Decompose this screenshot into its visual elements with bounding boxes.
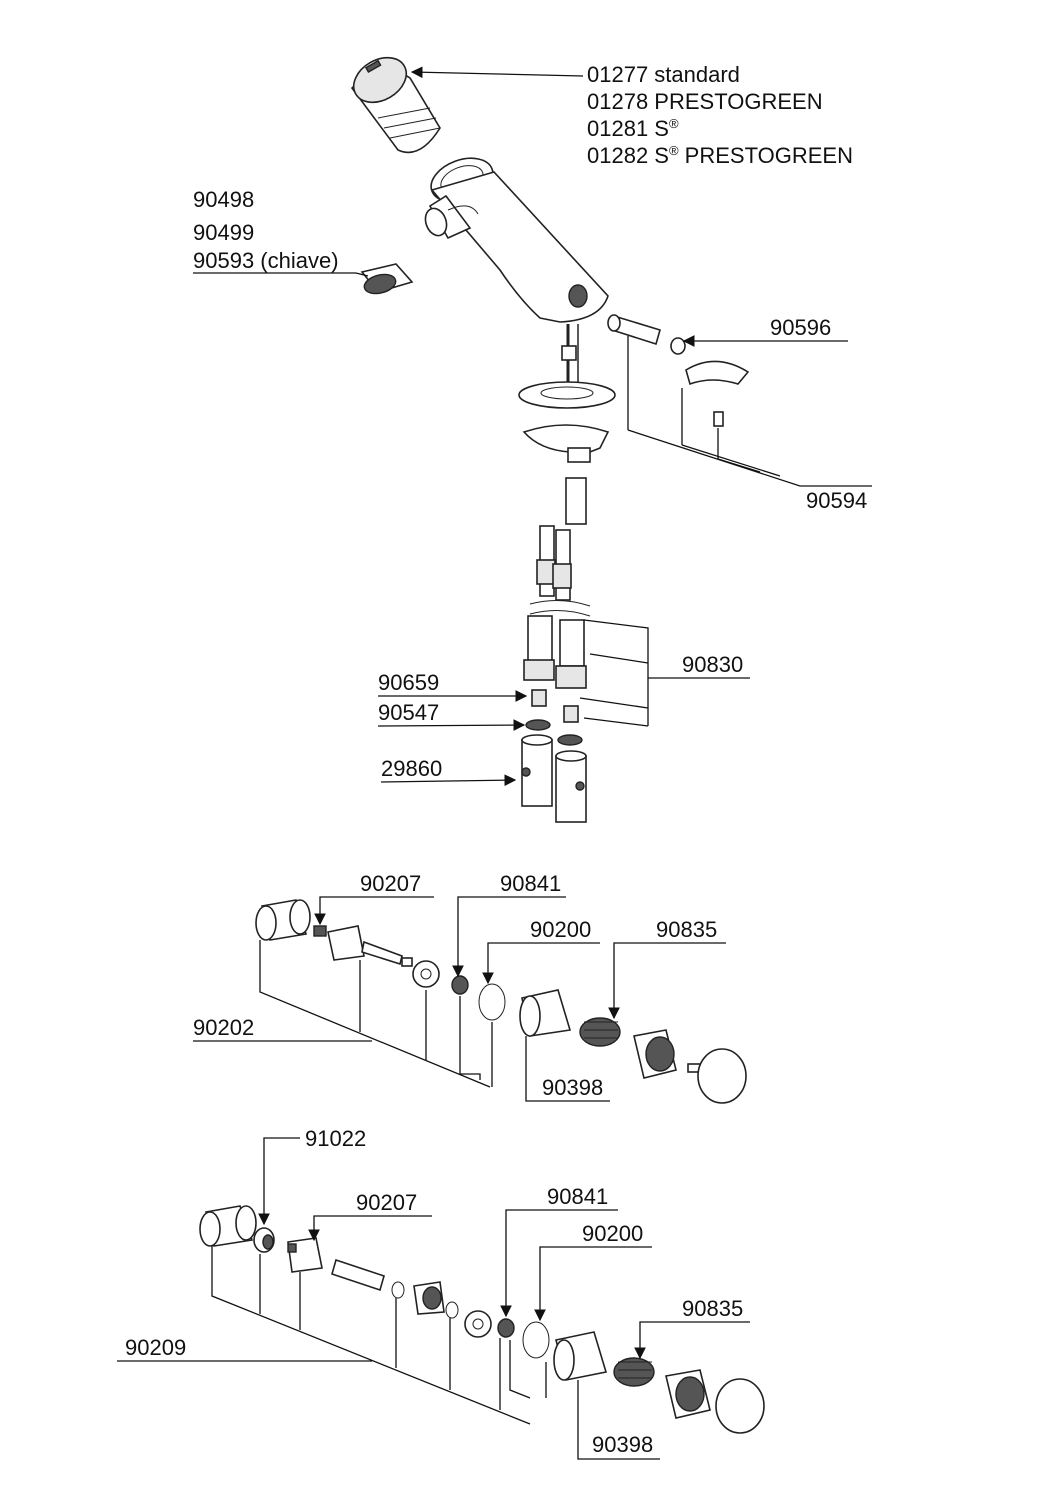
g2-label-90398: 90398 xyxy=(592,1432,653,1457)
label-29860: 29860 xyxy=(381,756,442,781)
label-90596: 90596 xyxy=(770,315,831,340)
cartridge-label-prestogreen: 01278 PRESTOGREEN xyxy=(587,89,823,114)
aerator-label-1: 90498 xyxy=(193,187,254,212)
group2-parts xyxy=(199,1205,765,1434)
g2-label-90209: 90209 xyxy=(125,1335,186,1360)
lever-and-pin xyxy=(607,314,750,427)
cartridge-label-s: 01281 S® xyxy=(587,116,679,141)
g1-label-90207: 90207 xyxy=(360,871,421,896)
top-leader-lines xyxy=(193,66,872,787)
g1-label-90200: 90200 xyxy=(530,917,591,942)
g1-label-90841: 90841 xyxy=(500,871,561,896)
g2-label-90207: 90207 xyxy=(356,1190,417,1215)
g1-label-90398: 90398 xyxy=(542,1075,603,1100)
aerator-label-2: 90499 xyxy=(193,220,254,245)
filters-and-seals xyxy=(525,689,583,746)
aerator-part xyxy=(360,263,414,295)
label-90830: 90830 xyxy=(682,652,743,677)
group2-leader-lines xyxy=(117,1137,750,1460)
stopcock-valves xyxy=(521,734,587,823)
g2-label-90841: 90841 xyxy=(547,1184,608,1209)
g2-label-90200: 90200 xyxy=(582,1221,643,1246)
supply-stem xyxy=(518,324,616,525)
registered-mark: ® xyxy=(669,116,679,131)
flexible-hoses xyxy=(523,525,591,689)
cartridge-label-s-prestogreen: 01282 S® PRESTOGREEN xyxy=(587,143,853,168)
g2-label-91022: 91022 xyxy=(305,1126,366,1151)
tap-body xyxy=(424,157,609,323)
registered-mark: ® xyxy=(669,143,679,158)
label-90659: 90659 xyxy=(378,670,439,695)
aerator-label-key: 90593 (chiave) xyxy=(193,248,339,273)
g1-label-90835: 90835 xyxy=(656,917,717,942)
g2-label-90835: 90835 xyxy=(682,1296,743,1321)
cartridge-label-standard: 01277 standard xyxy=(587,62,740,87)
label-90594: 90594 xyxy=(806,488,867,513)
g1-label-90202: 90202 xyxy=(193,1015,254,1040)
group1-leader-lines xyxy=(193,896,726,1102)
push-button-cartridge xyxy=(350,56,441,154)
group1-parts xyxy=(255,899,747,1104)
label-90547: 90547 xyxy=(378,700,439,725)
